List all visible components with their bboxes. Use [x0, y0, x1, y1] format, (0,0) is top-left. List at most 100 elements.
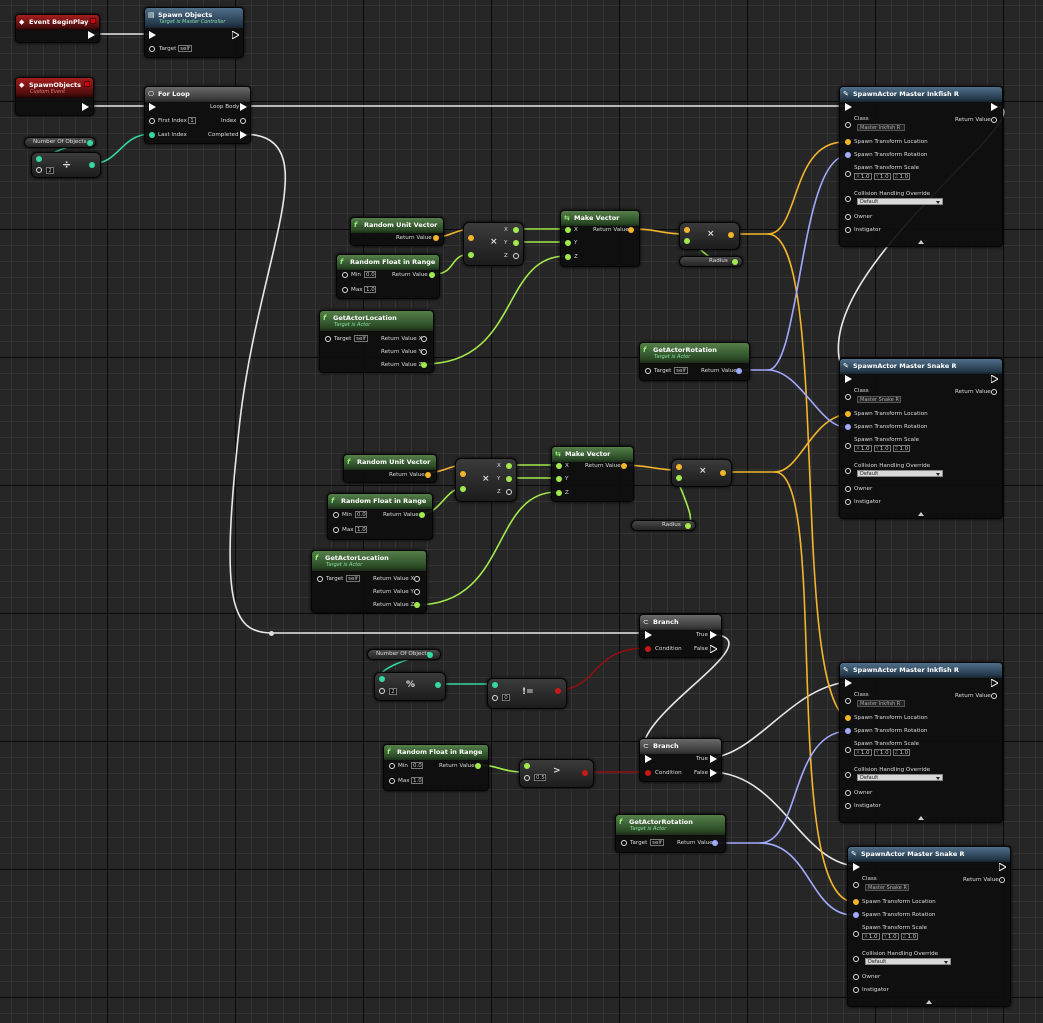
- spawn-rotation-pin[interactable]: [845, 728, 851, 734]
- return-value-pin[interactable]: [425, 472, 431, 478]
- multiply-out-pin[interactable]: [728, 232, 734, 238]
- spawnactor-snake-node-1[interactable]: ✎ SpawnActor Master Snake R Class Master…: [839, 358, 1003, 519]
- ne-a-pin[interactable]: [492, 682, 498, 688]
- false-exec-pin[interactable]: [710, 769, 717, 777]
- var-out-pin[interactable]: [685, 522, 691, 529]
- scale-x[interactable]: X1.0: [854, 749, 872, 756]
- owner-pin[interactable]: [845, 214, 851, 220]
- multiply-b-pin[interactable]: [676, 475, 682, 481]
- modulo-out-pin[interactable]: [435, 682, 441, 688]
- class-pin[interactable]: [845, 394, 851, 400]
- collision-dropdown[interactable]: Default: [857, 774, 943, 781]
- spawn-location-pin[interactable]: [845, 715, 851, 721]
- collision-pin[interactable]: [845, 196, 851, 202]
- min-pin[interactable]: [333, 512, 339, 518]
- get-actor-location-node-2[interactable]: f GetActorLocation Target is Actor Targe…: [311, 550, 427, 613]
- min-pin[interactable]: [342, 272, 348, 278]
- collision-dropdown[interactable]: Default: [857, 470, 943, 477]
- number-of-objects-var[interactable]: Number Of Objects: [24, 137, 96, 148]
- modulo-a-pin[interactable]: [379, 676, 385, 682]
- scale-x[interactable]: X1.0: [854, 445, 872, 452]
- divide-a-pin[interactable]: [36, 156, 42, 162]
- spawn-scale-pin[interactable]: [845, 747, 851, 753]
- make-vector-node-2[interactable]: ⇆ Make Vector X Y Z Return Value: [551, 446, 634, 502]
- z-in-pin[interactable]: [565, 254, 571, 260]
- return-value-pin[interactable]: [621, 463, 627, 469]
- var-out-pin[interactable]: [427, 651, 433, 658]
- scale-fields[interactable]: X1.0 Y1.0 Z1.0: [854, 173, 911, 180]
- scale-y[interactable]: Y1.0: [873, 445, 891, 452]
- delegate-pin-icon[interactable]: [90, 18, 96, 24]
- owner-pin[interactable]: [845, 790, 851, 796]
- spawn-objects-call-node[interactable]: ▤ Spawn Objects Target is Master Control…: [144, 7, 244, 58]
- return-z-pin[interactable]: [414, 602, 420, 608]
- target-pin[interactable]: [317, 576, 323, 582]
- collision-dropdown[interactable]: Default: [857, 198, 943, 205]
- last-index-pin[interactable]: [149, 132, 155, 138]
- max-pin[interactable]: [342, 287, 348, 293]
- return-y-pin[interactable]: [414, 589, 420, 595]
- radius-var-2[interactable]: Radius: [631, 520, 696, 531]
- target-self-box[interactable]: self: [354, 335, 368, 342]
- number-of-objects-var-2[interactable]: Number Of Objects: [367, 649, 441, 660]
- scale-z[interactable]: Z1.0: [892, 749, 911, 756]
- completed-exec-pin[interactable]: [240, 131, 247, 139]
- collision-pin[interactable]: [845, 468, 851, 474]
- exec-out-pin[interactable]: [991, 103, 998, 111]
- branch-node-1[interactable]: ⊂ Branch Condition True False: [639, 614, 722, 658]
- max-box[interactable]: 1.0: [355, 526, 367, 533]
- multiply-node-2[interactable]: × X Y Z: [455, 458, 517, 502]
- exec-out-pin[interactable]: [991, 679, 998, 687]
- multiply-radius-node-1[interactable]: ×: [679, 222, 740, 250]
- y-in-pin[interactable]: [565, 240, 571, 246]
- delegate-pin-icon[interactable]: [84, 81, 90, 87]
- ne-b-box[interactable]: 0: [502, 694, 510, 701]
- instigator-pin[interactable]: [845, 227, 851, 233]
- instigator-pin[interactable]: [845, 803, 851, 809]
- radius-var-1[interactable]: Radius: [679, 256, 743, 267]
- scale-y[interactable]: Y1.0: [881, 933, 899, 940]
- scale-x[interactable]: X1.0: [854, 173, 872, 180]
- collapse-arrow-icon[interactable]: [918, 816, 924, 820]
- target-self-box[interactable]: self: [674, 367, 688, 374]
- multiply-a-pin[interactable]: [676, 464, 682, 470]
- divisor-box[interactable]: 2: [46, 166, 54, 174]
- return-value-pin[interactable]: [991, 117, 997, 123]
- multiply-a-pin[interactable]: [460, 471, 466, 477]
- divide-out-pin[interactable]: [89, 162, 95, 168]
- random-float-node-1[interactable]: f Random Float in Range Min 0.0 Max 1.0 …: [336, 254, 440, 299]
- exec-in-pin[interactable]: [645, 631, 652, 639]
- x-in-pin[interactable]: [565, 227, 571, 233]
- target-pin[interactable]: [149, 46, 155, 52]
- return-value-pin[interactable]: [712, 840, 718, 846]
- collision-pin[interactable]: [853, 956, 859, 962]
- min-box[interactable]: 0.0: [355, 511, 367, 518]
- z-in-pin[interactable]: [556, 490, 562, 496]
- return-x-pin[interactable]: [414, 576, 420, 582]
- multiply-b-pin[interactable]: [460, 486, 466, 492]
- ne-b-pin[interactable]: [492, 695, 498, 701]
- x-out-pin[interactable]: [506, 463, 512, 469]
- var-out-pin[interactable]: [87, 139, 93, 146]
- exec-in-pin[interactable]: [645, 755, 652, 763]
- collapse-arrow-icon[interactable]: [918, 240, 924, 244]
- scale-x[interactable]: X1.0: [862, 933, 880, 940]
- exec-out-pin[interactable]: [999, 863, 1006, 871]
- spawn-location-pin[interactable]: [853, 899, 859, 905]
- spawn-scale-pin[interactable]: [845, 171, 851, 177]
- gt-a-pin[interactable]: [524, 763, 530, 769]
- multiply-a-pin[interactable]: [468, 235, 474, 241]
- collapse-arrow-icon[interactable]: [918, 512, 924, 516]
- multiply-radius-node-2[interactable]: ×: [671, 459, 732, 487]
- random-float-node-2[interactable]: f Random Float in Range Min 0.0 Max 1.0 …: [327, 493, 433, 540]
- return-y-pin[interactable]: [421, 349, 427, 355]
- gt-b-pin[interactable]: [524, 775, 530, 781]
- spawn-scale-pin[interactable]: [845, 443, 851, 449]
- return-x-pin[interactable]: [421, 336, 427, 342]
- z-out-pin[interactable]: [513, 253, 519, 259]
- max-box[interactable]: 1.0: [411, 777, 423, 784]
- random-unit-vector-node-2[interactable]: f Random Unit Vector Return Value: [343, 454, 437, 483]
- loop-body-exec-pin[interactable]: [240, 103, 247, 111]
- scale-fields[interactable]: X1.0 Y1.0 Z1.0: [854, 445, 911, 452]
- scale-y[interactable]: Y1.0: [873, 749, 891, 756]
